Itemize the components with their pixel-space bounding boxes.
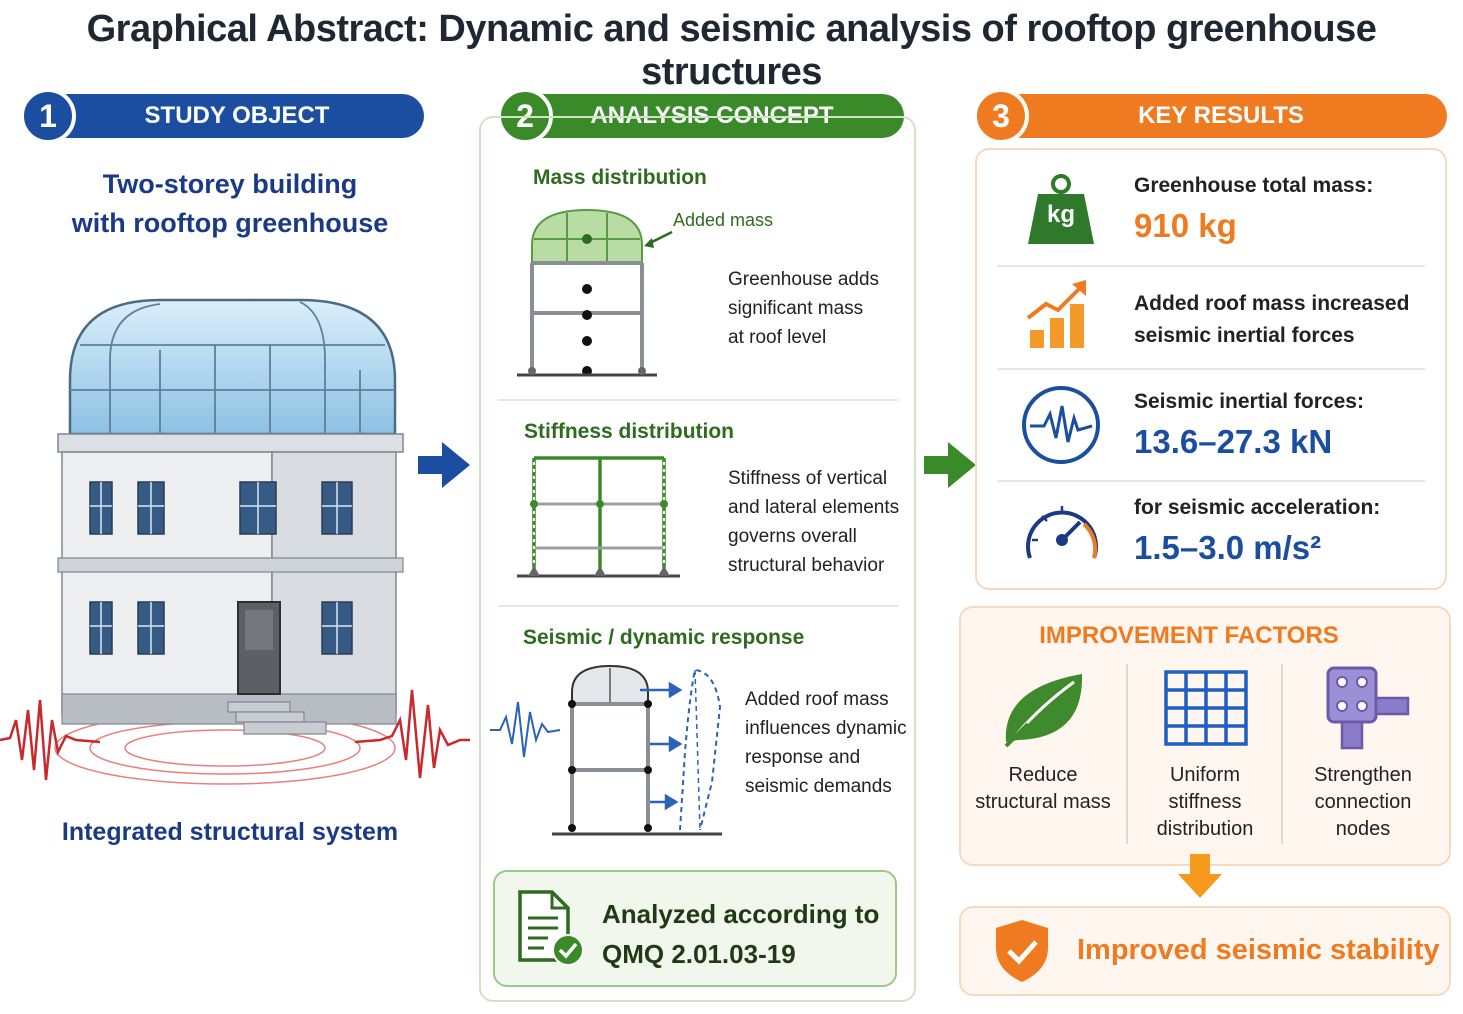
study-subtitle-line-2: with rooftop greenhouse (71, 208, 389, 238)
building-illustration (0, 298, 470, 785)
section-1-number: 1 (20, 88, 76, 144)
arrow-right-icon (418, 442, 470, 488)
annotation-arrow-icon (644, 230, 673, 248)
input-wave (490, 701, 561, 758)
mass-label: Greenhouse total mass: (1134, 174, 1374, 197)
section-1-header: STUDY OBJECT (40, 94, 424, 138)
seismic-wave-right (354, 689, 470, 779)
seismic-text-line: seismic demands (745, 776, 892, 797)
standard-line-2: QMQ 2.01.03-19 (602, 939, 796, 969)
section-1-label: STUDY OBJECT (144, 102, 330, 129)
results-divider-2 (997, 368, 1425, 370)
roof-slab (57, 433, 404, 453)
bar-chart-up-icon (1026, 280, 1086, 348)
improvement-item-line: Reduce (1008, 764, 1078, 786)
stiffness-diagram (517, 456, 680, 578)
stiffness-heading: Stiffness distribution (524, 420, 734, 443)
seismic-diagram (490, 664, 722, 836)
stiffness-text-line: Stiffness of vertical (728, 468, 888, 489)
improvement-item-line: distribution (1156, 818, 1254, 840)
improvement-item-line: structural mass (975, 791, 1111, 813)
section-3-number: 3 (973, 88, 1029, 144)
arrow-down-icon (1178, 854, 1222, 898)
seismic-wave-left (0, 699, 101, 781)
improvement-separator (1281, 664, 1283, 844)
mass-annotation: Added mass (673, 210, 774, 230)
stiffness-text-line: governs overall (728, 526, 857, 547)
improvement-item-line: nodes (1335, 818, 1391, 840)
seismic-text-line: response and (745, 747, 861, 768)
improvement-item-1: Reduce structural mass (962, 762, 1124, 816)
seismic-text-line: influences dynamic (745, 718, 907, 739)
improvement-heading: IMPROVEMENT FACTORS (1039, 622, 1339, 649)
leaf-icon (1004, 674, 1083, 748)
section-3-label: KEY RESULTS (1138, 102, 1304, 129)
accel-label: for seismic acceleration: (1134, 496, 1381, 519)
hinge-icon (1326, 666, 1410, 750)
increase-line-1: Added roof mass increased (1134, 292, 1410, 315)
accel-value: 1.5–3.0 m/s² (1134, 529, 1322, 566)
document-check-icon (518, 890, 584, 966)
increase-text: Added roof mass increased seismic inerti… (1134, 288, 1409, 352)
study-caption: Integrated structural system (61, 818, 399, 846)
forces-value: 13.6–27.3 kN (1134, 423, 1333, 460)
forces-label: Seismic inertial forces: (1134, 390, 1364, 413)
mass-diagram (517, 208, 657, 377)
concept-divider-2 (498, 605, 898, 607)
seismograph-icon (1022, 386, 1100, 464)
improvement-item-line: connection (1314, 791, 1412, 813)
results-divider-3 (997, 480, 1425, 482)
improvement-item-2: Uniform stiffness distribution (1128, 762, 1282, 843)
improvement-item-line: Strengthen (1314, 764, 1412, 786)
outcome-text: Improved seismic stability (1077, 934, 1440, 966)
section-3-header: KEY RESULTS (995, 94, 1447, 138)
grid-icon (1164, 670, 1248, 746)
seismic-text-line: Added roof mass (745, 689, 889, 710)
seismic-heading: Seismic / dynamic response (523, 626, 805, 649)
concept-divider-1 (498, 399, 898, 401)
stiffness-text-line: structural behavior (728, 555, 885, 576)
improvement-item-line: Uniform (1169, 764, 1240, 786)
section-2-label: ANALYSIS CONCEPT (590, 102, 834, 129)
gauge-icon (1026, 506, 1098, 559)
page-title: Graphical Abstract: Dynamic and seismic … (86, 8, 1377, 93)
mass-text-line: Greenhouse adds (728, 269, 880, 290)
stiffness-text: Stiffness of vertical and lateral elemen… (728, 464, 899, 580)
standard-text: Analyzed according to QMQ 2.01.03-19 (602, 894, 879, 974)
mass-text-line: significant mass (728, 298, 864, 319)
results-panel (975, 148, 1447, 590)
mass-text-line: at roof level (728, 327, 827, 348)
study-subtitle: Two-storey building with rooftop greenho… (40, 165, 420, 243)
mass-heading: Mass distribution (533, 166, 707, 189)
standard-line-1: Analyzed according to (602, 899, 880, 929)
results-divider-1 (997, 265, 1425, 267)
improvement-item-line: stiffness (1168, 791, 1242, 813)
weight-icon (1028, 174, 1094, 244)
mass-value: 910 kg (1134, 207, 1237, 244)
seismic-text: Added roof mass influences dynamic respo… (745, 685, 907, 801)
greenhouse-dome (68, 298, 397, 436)
mass-text: Greenhouse adds significant mass at roof… (728, 265, 879, 352)
analysis-panel (479, 116, 916, 1002)
stiffness-text-line: and lateral elements (728, 497, 900, 518)
steps (227, 701, 327, 735)
shield-check-icon (996, 920, 1048, 982)
weight-icon-label: kg (1046, 201, 1075, 228)
improvement-separator (1126, 664, 1128, 844)
arrow-right-icon (924, 442, 976, 488)
improvement-item-3: Strengthen connection nodes (1284, 762, 1442, 843)
increase-line-2: seismic inertial forces (1134, 324, 1355, 347)
study-subtitle-line-1: Two-storey building (102, 169, 358, 199)
